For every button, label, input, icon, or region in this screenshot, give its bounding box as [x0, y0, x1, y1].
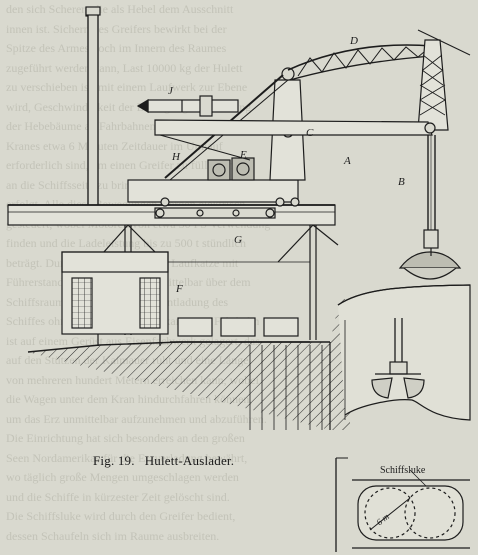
label-C: C [306, 127, 314, 139]
label-D: D [349, 35, 358, 47]
trolley-carriage [127, 157, 300, 207]
label-H: H [171, 151, 181, 163]
background-text-line: Seen Nordamerikas für die Erzverladung b… [6, 450, 248, 465]
trolley-track [154, 207, 276, 219]
label-G: G [234, 234, 242, 246]
caption-title: Hulett-Auslader. [144, 453, 235, 468]
right-lattice-tower [417, 29, 471, 131]
background-text-line: die Wagen unter dem Kran hindurchfahren … [6, 392, 253, 406]
label-E: E [239, 149, 247, 161]
background-text-line: und die Schiffe in kürzester Zeit gelösc… [6, 489, 230, 504]
main-arm [154, 119, 436, 161]
ship-hull [337, 284, 471, 421]
background-text-line: Kranes etwa 6 Minuten Zeitdauer im Umlau… [6, 138, 223, 153]
walking-beam-truss [287, 44, 433, 81]
label-B: B [398, 176, 405, 188]
background-text-line: erforderlich sind, um einen Greifer zu f… [6, 158, 240, 172]
chimney [85, 6, 101, 207]
background-text-line: Die Schiffsluke wird durch den Greifer b… [6, 509, 236, 523]
machinery-house [61, 251, 169, 346]
grab-bucket [398, 248, 462, 280]
hatch-label: Schiffsluke [380, 465, 426, 476]
background-text-line: dessen Schaufeln sich im Raume ausbreite… [6, 528, 220, 543]
label-F: F [175, 283, 183, 295]
label-A: A [343, 155, 351, 167]
background-text-line: wo täglich große Mengen umgeschlagen wer… [6, 470, 239, 484]
background-text-line: den sich Scheren, die als Hebel dem Auss… [6, 2, 234, 16]
background-text-line: finden und die Ladeleistung bis zu 500 t… [6, 236, 246, 250]
background-text-line: zu verschieben ist, mit einem Laufwerk z… [6, 80, 248, 94]
quay-wall [27, 298, 350, 430]
background-text-line: Spitze des Armes noch im Innern des Raum… [6, 41, 227, 55]
hatch-detail [335, 457, 470, 552]
background-text-line: um das Erz unmittelbar aufzunehmen und a… [6, 411, 267, 426]
background-text-line: Die Einrichtung hat sich besonders an de… [6, 431, 245, 445]
caption-number: Fig. 19. [93, 453, 135, 468]
figure-caption: Fig. 19. Hulett-Auslader. [93, 453, 234, 469]
label-J: J [168, 85, 174, 97]
background-text-line: zugeführt werden kann, Last 10000 kg der… [6, 60, 243, 75]
grab-leg [423, 135, 439, 249]
railway-wagons [170, 317, 310, 343]
hydraulic-cylinder [136, 95, 239, 117]
background-text-line: innen ist. Sichern des Greifers bewirkt … [6, 21, 227, 36]
grab-in-hold [371, 318, 425, 399]
